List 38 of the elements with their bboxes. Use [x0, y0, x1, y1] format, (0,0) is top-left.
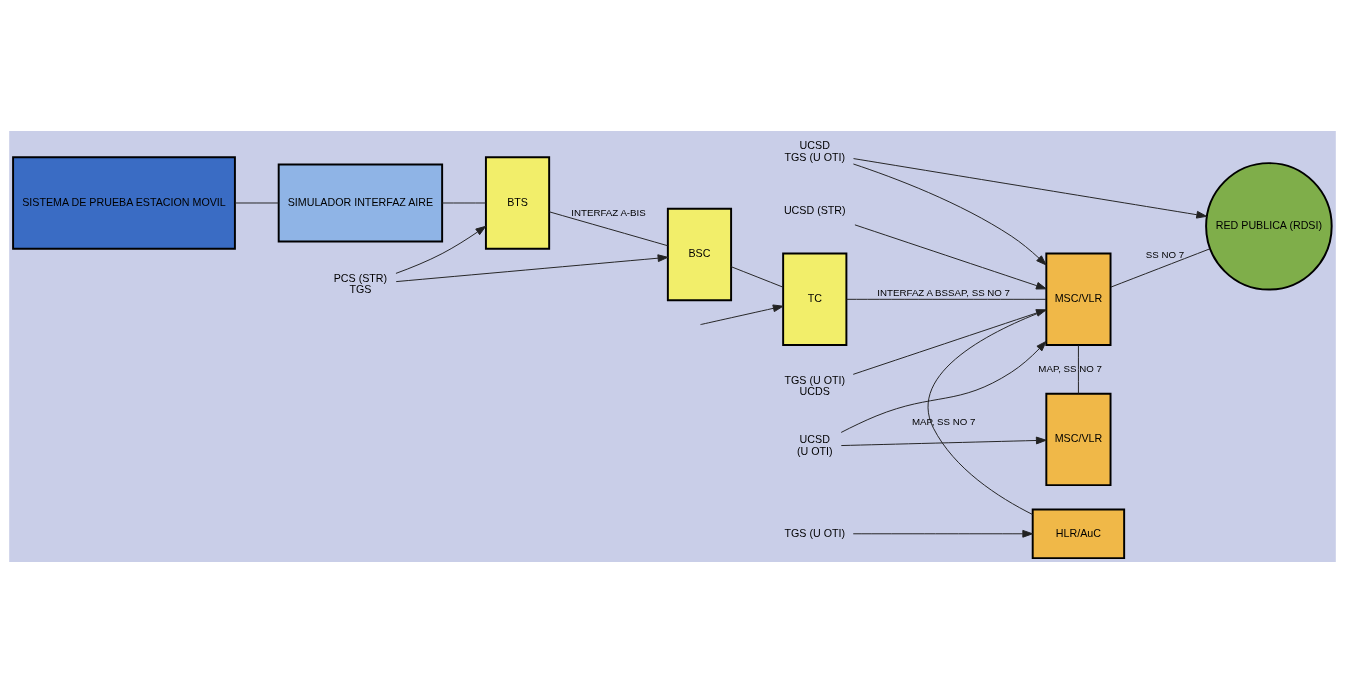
- edge-label: MAP, SS NO 7: [911, 416, 976, 428]
- connector: [1110, 248, 1211, 288]
- node-box: BSC: [666, 207, 733, 302]
- connector: [846, 298, 1047, 300]
- node-circle: RED PUBLICA (RDSI): [1205, 162, 1333, 291]
- node-text: TGS (U OTI): [784, 526, 846, 539]
- node-box: MSC/VLR: [1045, 392, 1112, 487]
- node-text: UCSD (STR): [783, 204, 846, 217]
- arrow: [700, 304, 784, 326]
- edge-label: INTERFAZ A BSSAP, SS NO 7: [877, 287, 1011, 299]
- arrow: [852, 529, 1034, 538]
- edge-label: MAP, SS NO 7: [1038, 362, 1102, 374]
- arrow: [854, 224, 1047, 290]
- node-text: UCSD (U OTI): [796, 433, 833, 457]
- node-text: UCSD TGS (U OTI): [784, 139, 846, 163]
- node-box: BTS: [484, 156, 551, 250]
- connector: [730, 266, 784, 288]
- edge-label: SS NO 7: [1145, 249, 1185, 261]
- node-text: TGS (U OTI) UCDS: [784, 373, 846, 398]
- arrow: [852, 163, 1047, 266]
- connector: [1077, 344, 1079, 395]
- node-text: PCS (STR) TGS: [333, 271, 388, 296]
- arrow: [853, 158, 1208, 219]
- edge-label: INTERFAZ A-BIS: [571, 206, 646, 218]
- arrow: [852, 309, 1047, 375]
- arrow: [395, 225, 487, 274]
- arrow: [840, 436, 1047, 447]
- connector: [441, 202, 487, 204]
- arrow: [840, 340, 1047, 433]
- node-box: SIMULADOR INTERFAZ AIRE: [277, 163, 444, 243]
- connector: [548, 211, 669, 247]
- node-box: HLR/AuC: [1031, 508, 1126, 560]
- connector: [927, 309, 1047, 515]
- node-box: TC: [782, 252, 848, 346]
- node-box: MSC/VLR: [1045, 252, 1112, 346]
- arrow: [395, 254, 669, 283]
- connector: [234, 202, 279, 204]
- node-box: SISTEMA DE PRUEBA ESTACION MOVIL: [12, 156, 236, 250]
